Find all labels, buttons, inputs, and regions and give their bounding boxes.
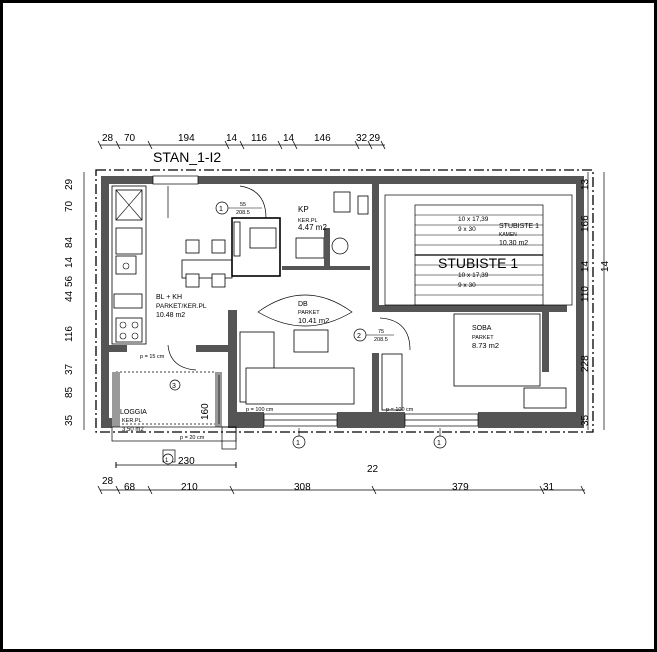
dim-top-8: 29 — [369, 133, 381, 144]
svg-text:1: 1 — [296, 440, 300, 447]
sill-note-1: p = 15 cm — [140, 354, 165, 360]
svg-text:228: 228 — [580, 355, 591, 372]
dining-table — [181, 239, 233, 288]
svg-text:3: 3 — [172, 383, 176, 390]
svg-text:208.5: 208.5 — [374, 337, 388, 343]
svg-text:37: 37 — [64, 363, 75, 375]
svg-text:84: 84 — [64, 236, 75, 248]
window-marks: 1 1 1 — [162, 428, 447, 465]
soba-area: 8.73 m2 — [472, 341, 499, 350]
svg-text:22: 22 — [367, 464, 379, 475]
doors — [167, 185, 411, 371]
stair-bot-1: 10 x 17,39 — [458, 272, 489, 279]
soba-floor: PARKET — [472, 335, 494, 341]
kp-floor: KER.PL — [298, 218, 318, 224]
svg-text:68: 68 — [124, 482, 136, 493]
db-name: DB — [298, 301, 308, 308]
db-floor: PARKET — [298, 310, 320, 316]
dim-top-1: 70 — [124, 133, 136, 144]
dimension-top: 28 70 194 14 116 14 146 32 29 — [97, 133, 386, 150]
blkh-floor: PARKET/KER.PL — [156, 303, 207, 310]
svg-text:85: 85 — [64, 386, 75, 398]
dim-top-5: 14 — [283, 133, 295, 144]
kp-area: 4.47 m2 — [298, 223, 327, 232]
svg-text:14: 14 — [580, 260, 591, 272]
dim-top-0: 28 — [102, 133, 114, 144]
svg-text:70: 70 — [64, 200, 75, 212]
dimension-left: 29 70 84 14 56 44 116 37 85 35 — [64, 172, 85, 430]
svg-text:208.5: 208.5 — [236, 210, 250, 216]
dimension-bottom: 28 68 210 308 379 31 22 — [97, 464, 586, 495]
living-furniture — [239, 294, 355, 405]
dim-top-7: 32 — [356, 133, 368, 144]
svg-text:44: 44 — [64, 290, 75, 302]
svg-text:14: 14 — [64, 256, 75, 268]
door-tag-3: 3 — [169, 379, 181, 391]
bedroom-furniture — [381, 313, 567, 411]
stubiste-small-area: 10.30 m2 — [499, 240, 528, 247]
svg-text:55: 55 — [240, 202, 246, 208]
svg-text:28: 28 — [102, 476, 114, 487]
svg-text:14: 14 — [600, 260, 611, 272]
sill-note-3: p = 100 cm — [386, 407, 414, 413]
bathroom-fixtures — [231, 191, 370, 277]
stubiste-small-floor: KAMEN — [499, 232, 517, 238]
blkh-name: BL + KH — [156, 294, 182, 301]
stair-bot-2: 9 x 30 — [458, 282, 476, 289]
kp-name: KP — [298, 205, 309, 214]
svg-text:75: 75 — [378, 329, 384, 335]
svg-text:56: 56 — [64, 275, 75, 287]
svg-text:31: 31 — [543, 482, 555, 493]
loggia-area: 3.50 m2 — [122, 427, 144, 433]
loggia-name: LOGGIA — [120, 409, 147, 416]
dim-top-6: 146 — [314, 133, 331, 144]
svg-text:116: 116 — [64, 326, 75, 342]
svg-text:35: 35 — [64, 414, 75, 426]
svg-text:29: 29 — [64, 178, 75, 190]
dimension-right: 13 166 14 110 228 35 14 — [580, 172, 611, 430]
svg-text:35: 35 — [580, 414, 591, 426]
dim-loggia-height: 160 — [200, 403, 211, 420]
staircase — [384, 194, 573, 306]
svg-text:1: 1 — [437, 440, 441, 447]
stubiste-big-name: STUBISTE 1 — [438, 255, 518, 271]
svg-text:379: 379 — [452, 482, 469, 493]
kitchen-counter — [111, 185, 147, 345]
svg-text:1: 1 — [165, 458, 169, 464]
stubiste-small-name: STUBISTE 1 — [499, 223, 539, 230]
dim-top-2: 194 — [178, 133, 195, 144]
dim-loggia-width: 230 — [178, 456, 195, 467]
svg-text:110: 110 — [580, 286, 591, 302]
windows — [152, 175, 479, 427]
sill-note-4: p = 20 cm — [180, 435, 205, 441]
svg-text:2: 2 — [357, 333, 361, 340]
dim-top-3: 14 — [226, 133, 238, 144]
svg-text:1: 1 — [219, 206, 223, 213]
dim-top-4: 116 — [251, 133, 267, 144]
door-tag-2: 2 75 208.5 — [353, 328, 394, 343]
svg-text:166: 166 — [580, 215, 591, 232]
svg-text:13: 13 — [580, 178, 591, 190]
stair-top-2: 9 x 30 — [458, 226, 476, 233]
plan-title: STAN_1-I2 — [153, 149, 221, 165]
blkh-area: 10.48 m2 — [156, 312, 185, 319]
svg-text:210: 210 — [181, 482, 198, 493]
loggia-floor: KER.PL — [122, 418, 142, 424]
door-tag-1: 1 55 208.5 — [215, 201, 262, 216]
soba-name: SOBA — [472, 325, 492, 332]
unit-outline — [95, 169, 594, 433]
svg-text:308: 308 — [294, 482, 311, 493]
sill-note-2: p = 100 cm — [246, 407, 274, 413]
db-area: 10.41 m2 — [298, 316, 329, 325]
loggia — [111, 371, 237, 468]
stair-top-1: 10 x 17,39 — [458, 216, 489, 223]
walls — [101, 176, 584, 428]
